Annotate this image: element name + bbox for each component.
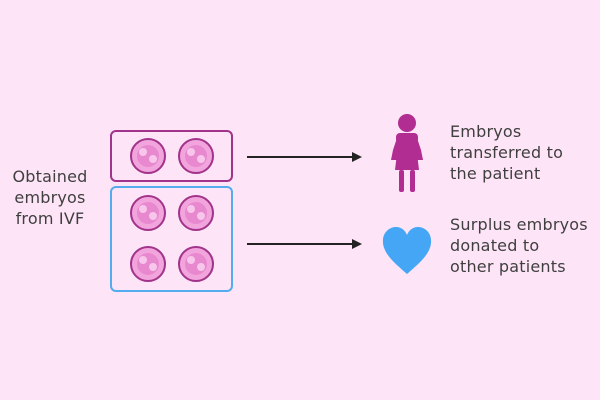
donated-outcome-line-3: other patients: [450, 257, 566, 276]
obtained-embryos-label-line-1: Obtained: [12, 167, 88, 186]
donated-embryos-box: [110, 186, 233, 292]
transferred-outcome-label: Embryos transferred to the patient: [450, 121, 563, 184]
transferred-embryo-2: [178, 138, 214, 174]
donated-embryo-1: [130, 195, 166, 231]
transferred-embryo-1: [130, 138, 166, 174]
transferred-outcome-line-3: the patient: [450, 164, 541, 183]
donated-outcome-line-2: donated to: [450, 236, 540, 255]
donated-embryo-3: [130, 246, 166, 282]
donated-embryo-2: [178, 195, 214, 231]
donated-embryo-4: [178, 246, 214, 282]
donated-outcome-label: Surplus embryos donated to other patient…: [450, 214, 588, 277]
obtained-embryos-label: Obtained embryos from IVF: [0, 166, 100, 229]
transferred-outcome-line-2: transferred to: [450, 143, 564, 162]
obtained-embryos-label-line-3: from IVF: [15, 209, 85, 228]
obtained-embryos-label-line-2: embryos: [14, 188, 86, 207]
woman-icon: [391, 114, 423, 192]
transferred-outcome-line-1: Embryos: [450, 122, 522, 141]
transferred-embryos-box: [110, 130, 233, 182]
heart-icon: [382, 227, 432, 274]
donated-outcome-line-1: Surplus embryos: [450, 215, 588, 234]
